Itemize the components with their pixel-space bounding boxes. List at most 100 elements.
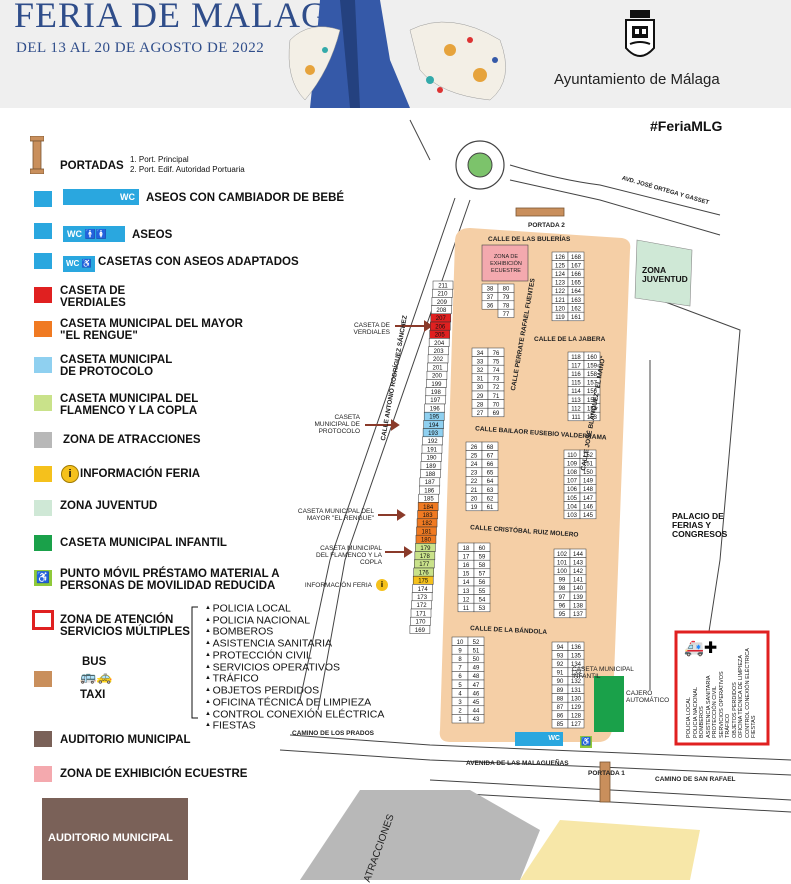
- booth-number: 102: [557, 552, 568, 558]
- service-item: PROTECCIÓN CIVIL: [205, 650, 384, 662]
- box-service-item: FIESTAS: [751, 715, 757, 738]
- callout-cajero: CAJERO AUTOMÁTICO: [626, 690, 670, 704]
- booth-number: 65: [487, 471, 494, 477]
- booth-number: 75: [493, 359, 500, 365]
- booth-number: 94: [557, 645, 564, 651]
- legend-ecuestre-label: ZONA DE EXHIBICIÓN ECUESTRE: [60, 768, 248, 780]
- booth-number: 207: [436, 316, 447, 322]
- booth-number: 92: [557, 662, 564, 668]
- booth-number: 161: [571, 315, 582, 321]
- booth-number: 152: [583, 453, 594, 459]
- booth-number: 59: [479, 554, 486, 560]
- booth-number: 61: [487, 505, 494, 511]
- legend-atracciones-label: ZONA DE ATRACCIONES: [63, 434, 201, 446]
- booth-number: 86: [557, 714, 564, 720]
- booth-number: 112: [571, 406, 581, 412]
- booth-number: 87: [557, 705, 564, 711]
- booth-number: 139: [573, 595, 584, 601]
- booth-number: 19: [471, 505, 478, 511]
- booth-number: 70: [493, 402, 500, 408]
- service-item: POLICIA NACIONAL: [205, 615, 384, 627]
- booth-number: 185: [424, 497, 435, 503]
- booth-number: 155: [587, 398, 598, 404]
- booth-number: 130: [571, 696, 582, 702]
- booth-number: 89: [557, 688, 564, 694]
- booth-number: 53: [479, 606, 486, 612]
- booth-number: 154: [587, 406, 598, 412]
- booth-number: 93: [557, 653, 564, 659]
- booth-number: 132: [571, 679, 582, 685]
- booth-number: 101: [557, 560, 568, 566]
- booth-number: 104: [567, 504, 578, 510]
- booth-number: 176: [419, 570, 430, 576]
- booth-number: 128: [571, 714, 582, 720]
- booth-53: [473, 602, 491, 613]
- legend-aseos-bebe-label: ASEOS CON CAMBIADOR DE BEBÉ: [146, 192, 345, 204]
- booth-number: 145: [583, 513, 594, 519]
- booth-number: 30: [477, 385, 484, 391]
- booth-number: 165: [571, 281, 582, 287]
- booth-127: [567, 719, 585, 729]
- legend-auditorio-swatch: [34, 731, 52, 747]
- legend-portada-1: 1. Port. Principal: [130, 155, 189, 164]
- booth-number: 105: [567, 496, 578, 502]
- booth-number: 197: [430, 398, 441, 404]
- street-bulerias: CALLE DE LAS BULERÍAS: [488, 236, 571, 243]
- booth-number: 199: [431, 382, 442, 388]
- booth-number: 99: [559, 578, 566, 584]
- service-item: CONTROL CONEXIÓN ELÉCTRICA: [205, 709, 385, 721]
- booth-number: 52: [473, 640, 480, 646]
- booth-number: 157: [587, 381, 598, 387]
- booth-number: 202: [433, 357, 444, 363]
- zona-ecuestre-label: ZONA DE EXHIBICIÓN ECUESTRE: [490, 254, 522, 274]
- booth-number: 175: [418, 579, 429, 585]
- legend-adaptados-label: CASETAS CON ASEOS ADAPTADOS: [98, 256, 299, 268]
- booth-number: 123: [555, 281, 566, 287]
- booth-number: 74: [493, 368, 500, 374]
- booth-number: 156: [587, 389, 598, 395]
- booth-number: 5: [458, 683, 462, 689]
- booth-number: 88: [557, 696, 564, 702]
- booth-number: 170: [415, 620, 426, 626]
- booth-61: [481, 501, 499, 512]
- booth-number: 4: [458, 691, 462, 697]
- booth-number: 189: [426, 464, 437, 470]
- booth-number: 22: [471, 479, 478, 485]
- booth-number: 37: [487, 295, 494, 301]
- booth-number: 2: [458, 709, 462, 715]
- booth-number: 114: [571, 389, 581, 395]
- booth-number: 180: [421, 538, 432, 544]
- booth-number: 119: [555, 315, 565, 321]
- service-item: POLICIA LOCAL: [205, 603, 384, 615]
- booth-number: 85: [557, 722, 564, 728]
- service-item: BOMBEROS: [205, 626, 384, 638]
- booth-77: [497, 308, 515, 318]
- booth-number: 73: [493, 377, 500, 383]
- booth-number: 79: [503, 295, 510, 301]
- legend-auditorio-label: AUDITORIO MUNICIPAL: [60, 734, 191, 746]
- booth-number: 49: [473, 666, 480, 672]
- legend-juventud-swatch: [34, 500, 52, 516]
- booth-number: 66: [487, 462, 494, 468]
- booth-number: 171: [416, 611, 427, 617]
- legend-bus-swatch: [34, 671, 52, 687]
- header-banner: FERIA DE MALAGA DEL 13 AL 20 DE AGOSTO D…: [0, 0, 791, 108]
- callout-infantil: CASETA MUNICIPAL INFANTIL: [572, 666, 634, 680]
- booth-number: 122: [555, 289, 566, 295]
- booth-number: 76: [493, 351, 500, 357]
- booth-number: 48: [473, 674, 480, 680]
- legend-ecuestre-swatch: [34, 766, 52, 782]
- booth-number: 80: [503, 287, 510, 293]
- booth-number: 209: [437, 300, 448, 306]
- wc-icon: WC: [120, 192, 135, 202]
- booth-number: 100: [557, 569, 568, 575]
- booth-number: 31: [477, 377, 484, 383]
- booth-number: 144: [573, 552, 584, 558]
- booth-number: 211: [438, 283, 448, 289]
- legend-flamenco-swatch: [34, 395, 52, 411]
- legend-portada-2: 2. Port. Edif. Autoridad Portuaria: [130, 165, 245, 174]
- street-prados: CAMINO DE LOS PRADOS: [292, 730, 374, 737]
- booth-number: 147: [583, 496, 594, 502]
- booth-number: 95: [559, 612, 566, 618]
